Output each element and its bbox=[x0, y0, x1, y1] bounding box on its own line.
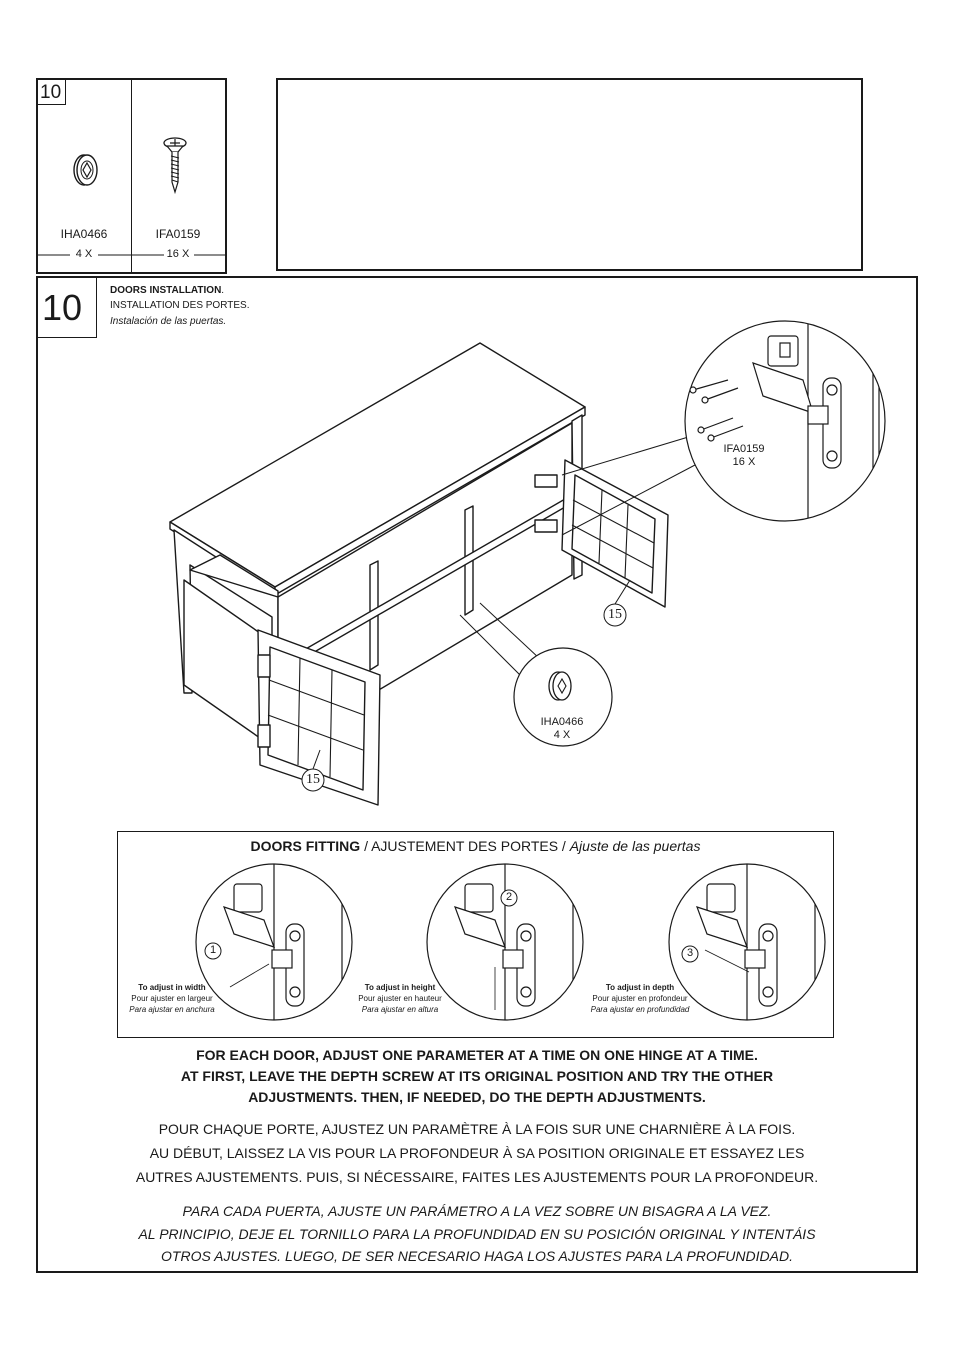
cam-lock-icon bbox=[73, 154, 98, 186]
door-label-left: 15 bbox=[306, 772, 320, 787]
fitting-title: DOORS FITTING / AJUSTEMENT DES PORTES / … bbox=[117, 838, 834, 854]
hinge-callout-qty: 16 X bbox=[732, 456, 756, 468]
screw-icon bbox=[163, 137, 187, 195]
part-code-1: IHA0466 bbox=[60, 227, 108, 241]
cabinet-illustration bbox=[169, 342, 696, 806]
instruction-es-3: OTROS AJUSTES. LUEGO, DE SER NECESARIO H… bbox=[161, 1248, 793, 1264]
step-title-en-text: DOORS INSTALLATION bbox=[110, 285, 222, 296]
fitting-fr-2: Pour ajuster en hauteur bbox=[358, 994, 442, 1003]
fitting-number-3: 3 bbox=[686, 947, 694, 959]
step-title-en-suffix: . bbox=[221, 285, 225, 296]
step-number: 10 bbox=[42, 287, 83, 328]
step-title-fr: INSTALLATION DES PORTES. bbox=[110, 300, 250, 311]
parts-divider bbox=[131, 78, 132, 274]
instruction-en-2: AT FIRST, LEAVE THE DEPTH SCREW AT ITS O… bbox=[180, 1068, 774, 1084]
fitting-circle-1 bbox=[195, 863, 353, 1021]
fitting-en-3: To adjust in depth bbox=[605, 983, 675, 992]
step-title-en: DOORS INSTALLATION. bbox=[110, 285, 224, 296]
fitting-es-2: Para ajustar en altura bbox=[361, 1005, 439, 1014]
notes-box bbox=[276, 78, 863, 271]
fitting-es-3: Para ajustar en profundidad bbox=[590, 1005, 690, 1014]
step-number-box bbox=[36, 276, 97, 338]
instruction-fr-1: POUR CHAQUE PORTE, AJUSTEZ UN PARAMÈTRE … bbox=[158, 1121, 796, 1137]
hinge-callout-circle bbox=[684, 320, 886, 522]
parts-step-number: 10 bbox=[40, 82, 62, 103]
part-qty-2: 16 X bbox=[166, 248, 190, 260]
step-frame bbox=[36, 276, 918, 1273]
instruction-en-1: FOR EACH DOOR, ADJUST ONE PARAMETER AT A… bbox=[196, 1047, 758, 1063]
instruction-fr-3: AUTRES AJUSTEMENTS. PUIS, SI NÉCESSAIRE,… bbox=[135, 1169, 819, 1185]
fitting-title-es: Ajuste de las puertas bbox=[569, 838, 701, 854]
fitting-box bbox=[117, 831, 834, 1038]
qty-rule bbox=[36, 254, 227, 256]
fitting-fr-3: Pour ajuster en profondeur bbox=[592, 994, 688, 1003]
fitting-circle-2 bbox=[426, 863, 584, 1021]
door-label-right: 15 bbox=[608, 607, 622, 622]
fitting-number-2: 2 bbox=[505, 891, 513, 903]
instruction-es-1: PARA CADA PUERTA, AJUSTE UN PARÁMETRO A … bbox=[182, 1203, 772, 1219]
hinge-callout-code: IFA0159 bbox=[723, 443, 765, 455]
fitting-en-1: To adjust in width bbox=[138, 983, 206, 992]
cam-callout-circle bbox=[513, 647, 613, 747]
step-title-es: Instalación de las puertas. bbox=[110, 316, 227, 327]
instruction-en-3: ADJUSTMENTS. THEN, IF NEEDED, DO THE DEP… bbox=[248, 1089, 706, 1105]
fitting-circle-3 bbox=[668, 863, 826, 1021]
fitting-number-1: 1 bbox=[209, 944, 217, 956]
instruction-es-2: AL PRINCIPIO, DEJE EL TORNILLO PARA LA P… bbox=[138, 1226, 816, 1242]
fitting-fr-1: Pour ajuster en largeur bbox=[131, 994, 213, 1003]
fitting-title-fr: / AJUSTEMENT DES PORTES / bbox=[360, 838, 570, 854]
parts-step-number-box bbox=[36, 78, 66, 105]
part-code-2: IFA0159 bbox=[155, 227, 201, 241]
part-qty-1: 4 X bbox=[75, 248, 93, 260]
fitting-en-2: To adjust in height bbox=[364, 983, 436, 992]
fitting-title-en: DOORS FITTING bbox=[250, 838, 361, 854]
cam-callout-code: IHA0466 bbox=[540, 716, 584, 728]
cam-callout-qty: 4 X bbox=[553, 729, 571, 741]
instruction-fr-2: AU DÉBUT, LAISSEZ LA VIS POUR LA PROFOND… bbox=[149, 1145, 805, 1161]
fitting-es-1: Para ajustar en anchura bbox=[129, 1005, 215, 1014]
